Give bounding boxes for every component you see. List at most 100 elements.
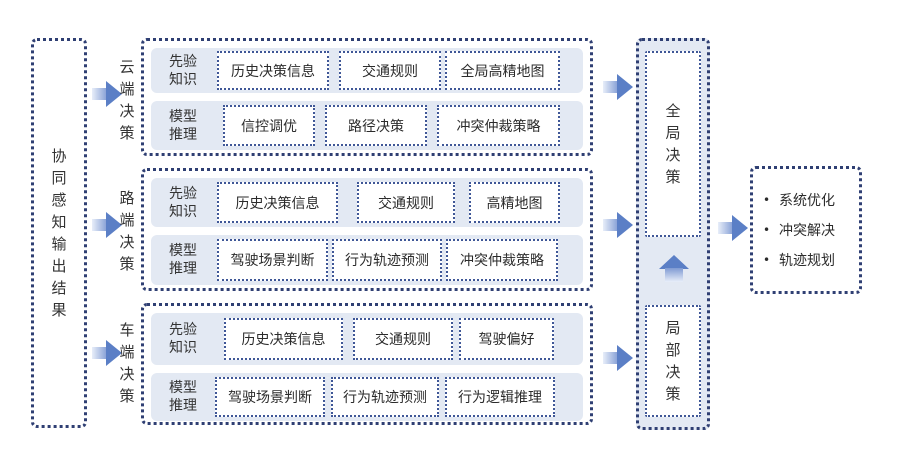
row-label-line: 先验 [169,186,197,202]
arrow-to-vehicle [92,340,122,366]
arrow-cloud-to-global [603,74,633,100]
chip: 全局高精地图 [445,51,560,90]
decision-column: 全 局 决 策 局 部 决 策 [636,38,710,430]
row-label-line: 模型 [169,380,197,396]
row-label: 模型 推理 [159,108,207,144]
row-label: 先验 知识 [159,321,207,357]
arrow-up-shaft [665,268,683,282]
perception-char: 输 [51,235,67,253]
chip: 历史决策信息 [217,182,338,223]
tier-box-vehicle: 先验 知识 历史决策信息 交通规则 驾驶偏好 模型 推理 驾驶场景判断 行为轨迹… [141,303,593,425]
chip: 冲突仲裁策略 [446,239,558,281]
global-decision-char: 局 [665,124,681,142]
bullet-icon: • [763,193,771,207]
chip: 驾驶场景判断 [215,377,325,417]
local-decision-box: 局 部 决 策 [645,305,701,417]
bullet-icon: • [763,253,771,267]
local-decision-char: 部 [665,341,681,359]
chip: 高精地图 [469,182,560,223]
perception-char: 感 [51,191,67,209]
arrow-head [106,340,122,366]
arrow-head [106,81,122,107]
tier-label-cloud: 云 端 决 策 [115,55,139,145]
tier-row-knowledge: 先验 知识 历史决策信息 交通规则 高精地图 [151,178,583,227]
row-label-line: 知识 [169,72,197,88]
tier-row-inference: 模型 推理 驾驶场景判断 行为轨迹预测 行为逻辑推理 [151,373,583,421]
bullet-icon: • [763,223,771,237]
output-label: 系统优化 [779,193,835,209]
tier-label-char: 决 [119,102,135,120]
tier-box-road: 先验 知识 历史决策信息 交通规则 高精地图 模型 推理 驾驶场景判断 行为轨迹… [141,168,593,291]
arrow-vehicle-to-local [603,345,633,371]
chip: 行为逻辑推理 [445,377,555,417]
tier-label-road: 路 端 决 策 [115,186,139,276]
perception-char: 出 [51,257,67,275]
tier-label-char: 云 [119,58,135,76]
tier-label-char: 策 [119,387,135,405]
local-decision-char: 局 [665,319,681,337]
row-label: 模型 推理 [159,379,207,415]
tier-label-char: 策 [119,124,135,142]
row-label-line: 知识 [169,204,197,220]
row-label-line: 知识 [169,340,197,356]
row-label-line: 模型 [169,243,197,259]
tier-label-vehicle: 车 端 决 策 [115,318,139,408]
arrow-to-road [92,212,122,238]
perception-output-box: 协 同 感 知 输 出 结 果 [31,38,87,428]
arrow-head [106,212,122,238]
row-label-line: 推理 [169,127,197,143]
output-item: • 冲突解决 [763,215,859,245]
chip: 交通规则 [357,182,455,223]
tier-label-char: 端 [119,211,135,229]
arrow-head [617,74,633,100]
tier-label-char: 决 [119,365,135,383]
output-item: •轨迹规划 [763,245,859,275]
arrow-to-cloud [92,81,122,107]
row-label: 先验 知识 [159,53,207,89]
perception-char: 结 [51,279,67,297]
arrow-shaft [603,352,619,364]
global-decision-char: 策 [665,168,681,186]
row-label-line: 推理 [169,261,197,277]
chip: 信控调优 [223,105,315,146]
chip: 历史决策信息 [224,318,343,360]
global-decision-char: 全 [665,102,681,120]
perception-char: 知 [51,213,67,231]
local-decision-char: 决 [665,363,681,381]
tier-label-char: 车 [119,321,135,339]
outputs-box: • 系统优化 • 冲突解决 •轨迹规划 [750,166,862,294]
global-decision-box: 全 局 决 策 [645,51,701,237]
global-decision-char: 决 [665,146,681,164]
chip: 行为轨迹预测 [331,377,439,417]
row-label-line: 先验 [169,54,197,70]
tier-label-char: 策 [119,255,135,273]
tier-row-inference: 模型 推理 驾驶场景判断 行为轨迹预测 冲突仲裁策略 [151,235,583,285]
tier-row-knowledge: 先验 知识 历史决策信息 交通规则 驾驶偏好 [151,313,583,365]
tier-row-knowledge: 先验 知识 历史决策信息 交通规则 全局高精地图 [151,48,583,93]
tier-label-char: 决 [119,233,135,251]
tier-label-char: 端 [119,80,135,98]
chip: 冲突仲裁策略 [437,105,560,146]
tier-box-cloud: 先验 知识 历史决策信息 交通规则 全局高精地图 模型 推理 信控调优 路径决策… [141,38,593,156]
arrow-shaft [92,219,108,231]
perception-char: 同 [51,169,67,187]
arrow-shaft [92,88,108,100]
arrow-up-head [659,255,689,269]
chip: 驾驶偏好 [459,318,554,360]
output-label: 冲突解决 [779,223,835,239]
row-label: 模型 推理 [159,242,207,278]
arrow-to-outputs [718,215,748,241]
arrow-shaft [92,347,108,359]
arrow-up-icon [659,255,689,285]
chip: 路径决策 [325,105,427,146]
local-decision-char: 策 [665,385,681,403]
tier-row-inference: 模型 推理 信控调优 路径决策 冲突仲裁策略 [151,101,583,150]
chip: 历史决策信息 [217,51,329,90]
arrow-shaft [718,222,734,234]
row-label-line: 模型 [169,109,197,125]
arrow-head [617,212,633,238]
arrow-shaft [603,219,619,231]
perception-char: 协 [51,147,67,165]
tier-label-char: 端 [119,343,135,361]
perception-char: 果 [51,301,67,319]
